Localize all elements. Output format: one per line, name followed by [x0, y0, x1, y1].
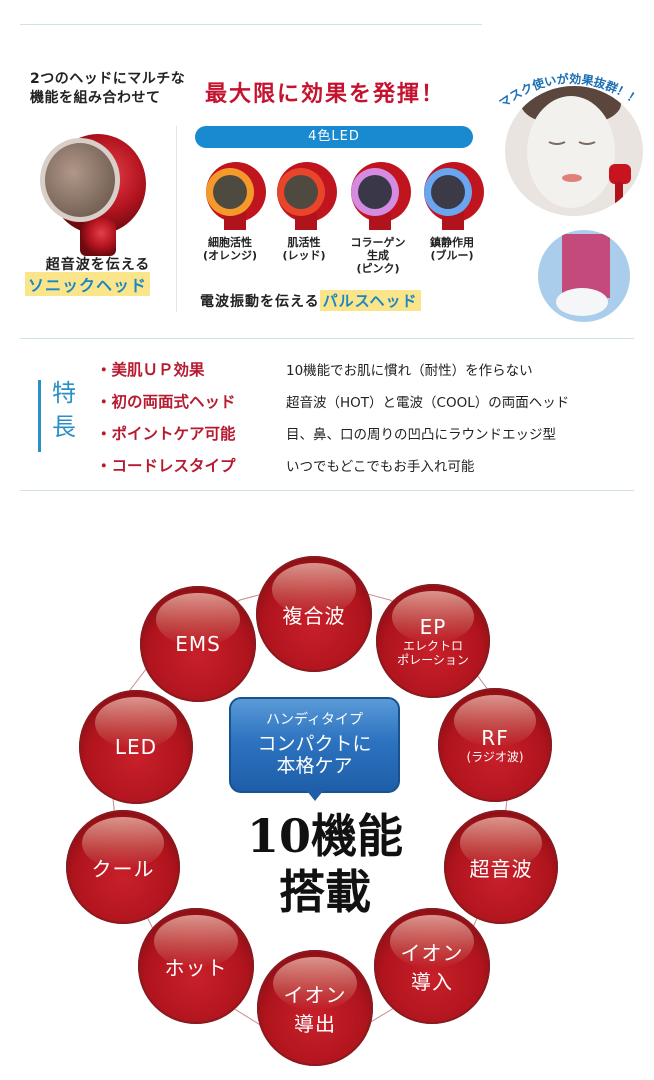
sonic-head-caption: 超音波を伝える: [45, 257, 151, 273]
feature-key: ・コードレスタイプ: [96, 457, 236, 475]
feature-value: いつでもどこでもお手入れ可能: [286, 459, 475, 475]
led-pink-head-image: [347, 162, 411, 230]
feature-row: ・コードレスタイプ いつでもどこでもお手入れ可能: [96, 449, 569, 481]
led-blue-head-image: [420, 162, 484, 230]
feature-row: ・美肌ＵＰ効果 10機能でお肌に慣れ（耐性）を作らない: [96, 353, 569, 385]
feature-key: ・初の両面式ヘッド: [96, 393, 236, 411]
bubble-line2: 本格ケア: [276, 755, 353, 777]
function-sphere-ep: EP エレクトロ ポレーション: [376, 584, 490, 698]
vertical-divider: [176, 126, 177, 312]
feature-row: ・ポイントケア可能 目、鼻、口の周りの凹凸にラウンドエッジ型: [96, 417, 569, 449]
main-headline: 最大限に効果を発揮！: [205, 82, 446, 107]
feature-value: 目、鼻、口の周りの凹凸にラウンドエッジ型: [286, 427, 556, 443]
led-title-pill: 4色LED: [195, 126, 473, 148]
function-sphere-ion-in: イオン 導入: [374, 908, 490, 1024]
features-bottom-divider: [20, 490, 634, 491]
function-sphere-ultrasonic: 超音波: [444, 810, 558, 924]
pulse-head-caption: 電波振動を伝えるパルスヘッド: [200, 290, 421, 311]
handy-type-bubble: ハンディタイプ コンパクトに 本格ケア: [229, 697, 400, 801]
mask-package-image: [538, 230, 630, 322]
sub-headline-line2: 機能を組み合わせて: [30, 90, 161, 106]
function-sphere-hot: ホット: [138, 908, 254, 1024]
sonic-head-highlight: ソニックヘッド: [25, 272, 151, 296]
bubble-line1: コンパクトに: [257, 733, 372, 755]
led-red-head-image: [273, 162, 337, 230]
ten-functions-title: 10機能 搭載: [246, 809, 403, 919]
sub-headline: 2つのヘッドにマルチな 機能を組み合わせて: [30, 70, 185, 108]
feature-key: ・ポイントケア可能: [96, 425, 236, 443]
feature-key: ・美肌ＵＰ効果: [96, 361, 205, 379]
features-title: 特長: [52, 379, 76, 441]
features-top-divider: [20, 338, 634, 339]
led-orange-head-image: [202, 162, 266, 230]
bubble-small-text: ハンディタイプ: [265, 712, 364, 728]
sub-headline-line1: 2つのヘッドにマルチな: [30, 71, 186, 87]
feature-value: 超音波（HOT）と電波（COOL）の両面ヘッド: [286, 395, 570, 411]
features-accent-bar: [38, 380, 41, 452]
function-sphere-ion-out: イオン 導出: [257, 950, 373, 1066]
mask-face-photo: [505, 86, 643, 216]
led-label-pink: コラーゲン生成(ピンク): [350, 236, 406, 275]
pulse-head-highlight: パルスヘッド: [319, 290, 421, 311]
sonic-head-device-image: [32, 128, 152, 256]
function-sphere-led: LED: [79, 690, 193, 804]
pulse-caption-text: 電波振動を伝える: [200, 294, 320, 310]
led-label-red: 肌活性(レッド): [282, 236, 326, 262]
led-label-blue: 鎮静作用(ブルー): [430, 236, 474, 262]
feature-value: 10機能でお肌に慣れ（耐性）を作らない: [286, 363, 533, 379]
led-label-orange: 細胞活性(オレンジ): [202, 236, 258, 262]
top-divider: [20, 24, 482, 25]
feature-row: ・初の両面式ヘッド 超音波（HOT）と電波（COOL）の両面ヘッド: [96, 385, 569, 417]
function-sphere-ems: EMS: [140, 586, 256, 702]
function-sphere-rf: RF (ラジオ波): [438, 688, 552, 802]
features-list: ・美肌ＵＰ効果 10機能でお肌に慣れ（耐性）を作らない ・初の両面式ヘッド 超音…: [96, 353, 569, 481]
function-sphere-cool: クール: [66, 810, 180, 924]
function-sphere-composite-wave: 複合波: [256, 556, 372, 672]
